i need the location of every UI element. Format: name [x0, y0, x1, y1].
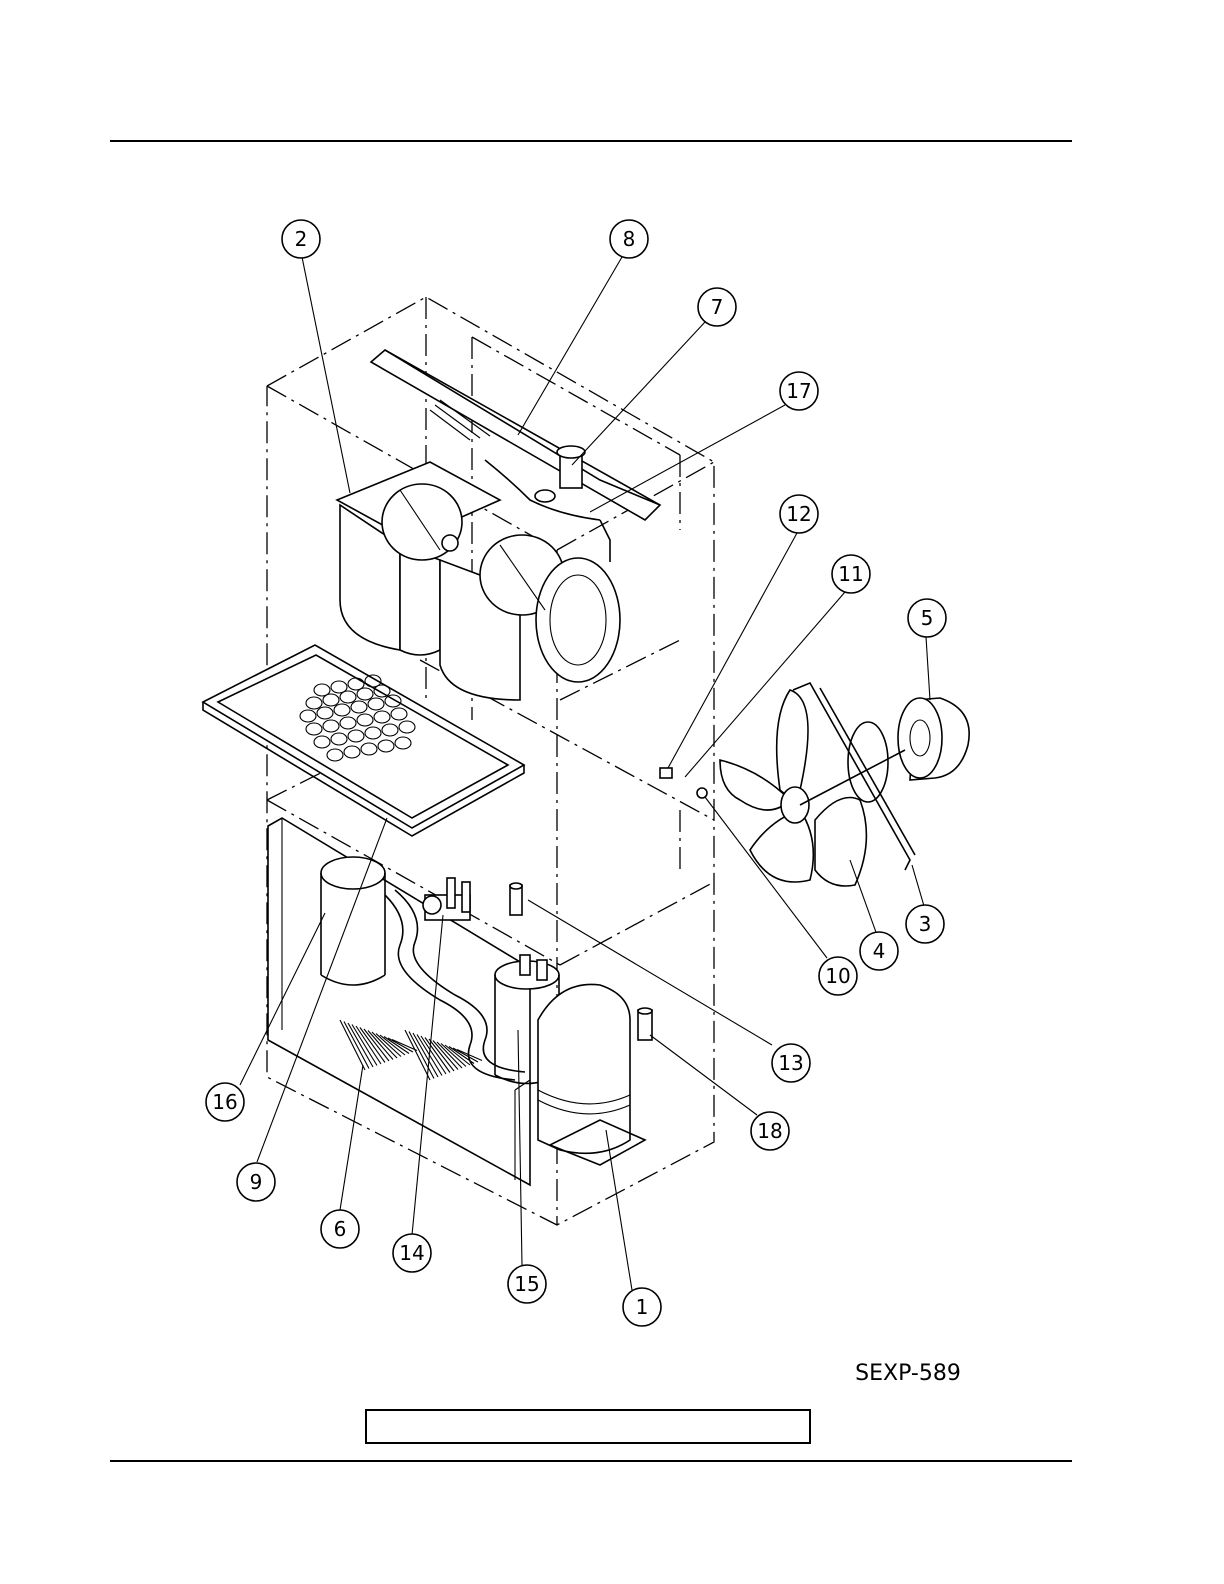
blower-assembly [337, 462, 620, 700]
callouts: 2 8 7 17 12 11 5 3 4 10 13 18 16 9 6 14 … [206, 220, 946, 1326]
hatch-line [344, 1022, 369, 1069]
callout-label: 4 [873, 939, 886, 963]
callout-16: 16 [206, 1083, 244, 1121]
callout-2: 2 [282, 220, 320, 258]
callout-label: 5 [921, 606, 934, 630]
callout-label: 10 [825, 964, 850, 988]
callout-label: 18 [757, 1119, 782, 1143]
condenser-coil [268, 818, 530, 1185]
hatch-line [409, 1032, 434, 1079]
callout-4: 4 [860, 932, 898, 970]
callout-label: 13 [778, 1051, 803, 1075]
callout-6: 6 [321, 1210, 359, 1248]
callout-12: 12 [780, 495, 818, 533]
callout-18: 18 [751, 1112, 789, 1150]
callout-label: 15 [514, 1272, 539, 1296]
callout-8: 8 [610, 220, 648, 258]
callout-label: 11 [838, 562, 863, 586]
callout-17: 17 [780, 372, 818, 410]
callout-label: 3 [919, 912, 932, 936]
callout-label: 9 [250, 1170, 263, 1194]
hatch-line [405, 1030, 430, 1080]
callout-label: 7 [711, 295, 724, 319]
callout-1: 1 [623, 1288, 661, 1326]
callout-label: 6 [334, 1217, 347, 1241]
reversing-valve [423, 878, 470, 920]
callout-13: 13 [772, 1044, 810, 1082]
callout-3: 3 [906, 905, 944, 943]
capacitor-small [510, 883, 522, 915]
drawing-reference: SEXP-589 [855, 1361, 961, 1386]
compressor [538, 984, 645, 1165]
coil-hatching [340, 1020, 482, 1080]
callout-label: 2 [295, 227, 308, 251]
callout-label: 1 [636, 1295, 649, 1319]
callout-label: 8 [623, 227, 636, 251]
callout-11: 11 [832, 555, 870, 593]
callout-label: 17 [786, 379, 811, 403]
callout-label: 12 [786, 502, 811, 526]
callout-15: 15 [508, 1265, 546, 1303]
callout-label: 16 [212, 1090, 237, 1114]
callout-9: 9 [237, 1163, 275, 1201]
callout-5: 5 [908, 599, 946, 637]
fan-motor [800, 698, 969, 805]
callout-label: 14 [399, 1241, 424, 1265]
callout-10: 10 [819, 957, 857, 995]
condenser-fan [720, 690, 866, 886]
caption-box [366, 1410, 810, 1443]
hatch-line [340, 1020, 365, 1070]
small-fasteners [660, 768, 707, 798]
callout-14: 14 [393, 1234, 431, 1272]
callout-7: 7 [698, 288, 736, 326]
